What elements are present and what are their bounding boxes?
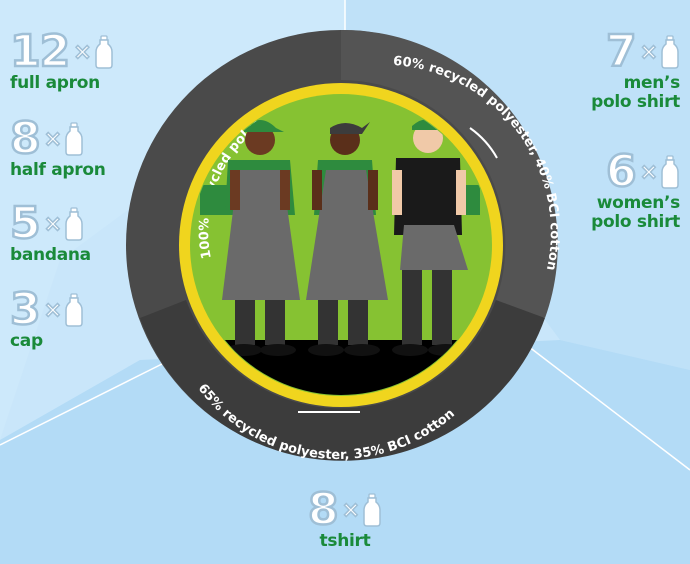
item-bandana: 5 × bandana (9, 198, 91, 265)
count: 12 (9, 26, 72, 77)
multiply-sign: × (639, 159, 659, 186)
count: 6 (605, 146, 638, 197)
worker-2 (306, 122, 388, 356)
multiply-sign: × (639, 39, 659, 66)
count: 5 (9, 198, 42, 249)
bottle-icon (661, 35, 679, 69)
ring-right-segment (341, 29, 558, 318)
item-label: bandana (10, 245, 91, 265)
bottle-icon (661, 155, 679, 189)
worker-1 (222, 120, 300, 356)
worker-3 (392, 119, 468, 356)
item-label-line1: women’s (596, 193, 681, 213)
item-label: tshirt (319, 531, 371, 551)
item-cap: 3 × cap (9, 284, 84, 351)
item-womens-polo-shirt: 6 × women’s polo shirt (591, 146, 681, 232)
bottle-icon (363, 493, 381, 527)
ring-accent (469, 127, 498, 159)
bottle-icon (65, 122, 83, 156)
item-label-line2: polo shirt (591, 91, 680, 112)
multiply-sign: × (43, 297, 63, 324)
item-tshirt: 8 × tshirt (300, 484, 390, 551)
bottle-icon (65, 293, 83, 327)
item-label: full apron (10, 73, 100, 93)
item-label-line2: polo shirt (591, 211, 680, 232)
count: 8 (9, 113, 42, 164)
count: 7 (605, 26, 638, 77)
divider-line (519, 339, 690, 471)
multiply-sign: × (341, 497, 361, 524)
multiply-sign: × (43, 211, 63, 238)
item-half-apron: 8 × half apron (9, 113, 106, 180)
item-full-apron: 12 × full apron (9, 26, 114, 93)
item-label-line1: men’s (623, 73, 681, 93)
bottle-icon (94, 35, 113, 69)
bottle-icon (65, 207, 83, 241)
multiply-sign: × (72, 39, 92, 66)
ring-bottom-segment (140, 300, 545, 461)
item-mens-polo-shirt: 7 × men’s polo shirt (591, 26, 681, 112)
count: 8 (307, 484, 340, 535)
item-label: half apron (10, 160, 106, 180)
count: 3 (9, 284, 42, 335)
multiply-sign: × (43, 126, 63, 153)
divider-line (0, 359, 171, 446)
item-label: cap (10, 331, 43, 351)
